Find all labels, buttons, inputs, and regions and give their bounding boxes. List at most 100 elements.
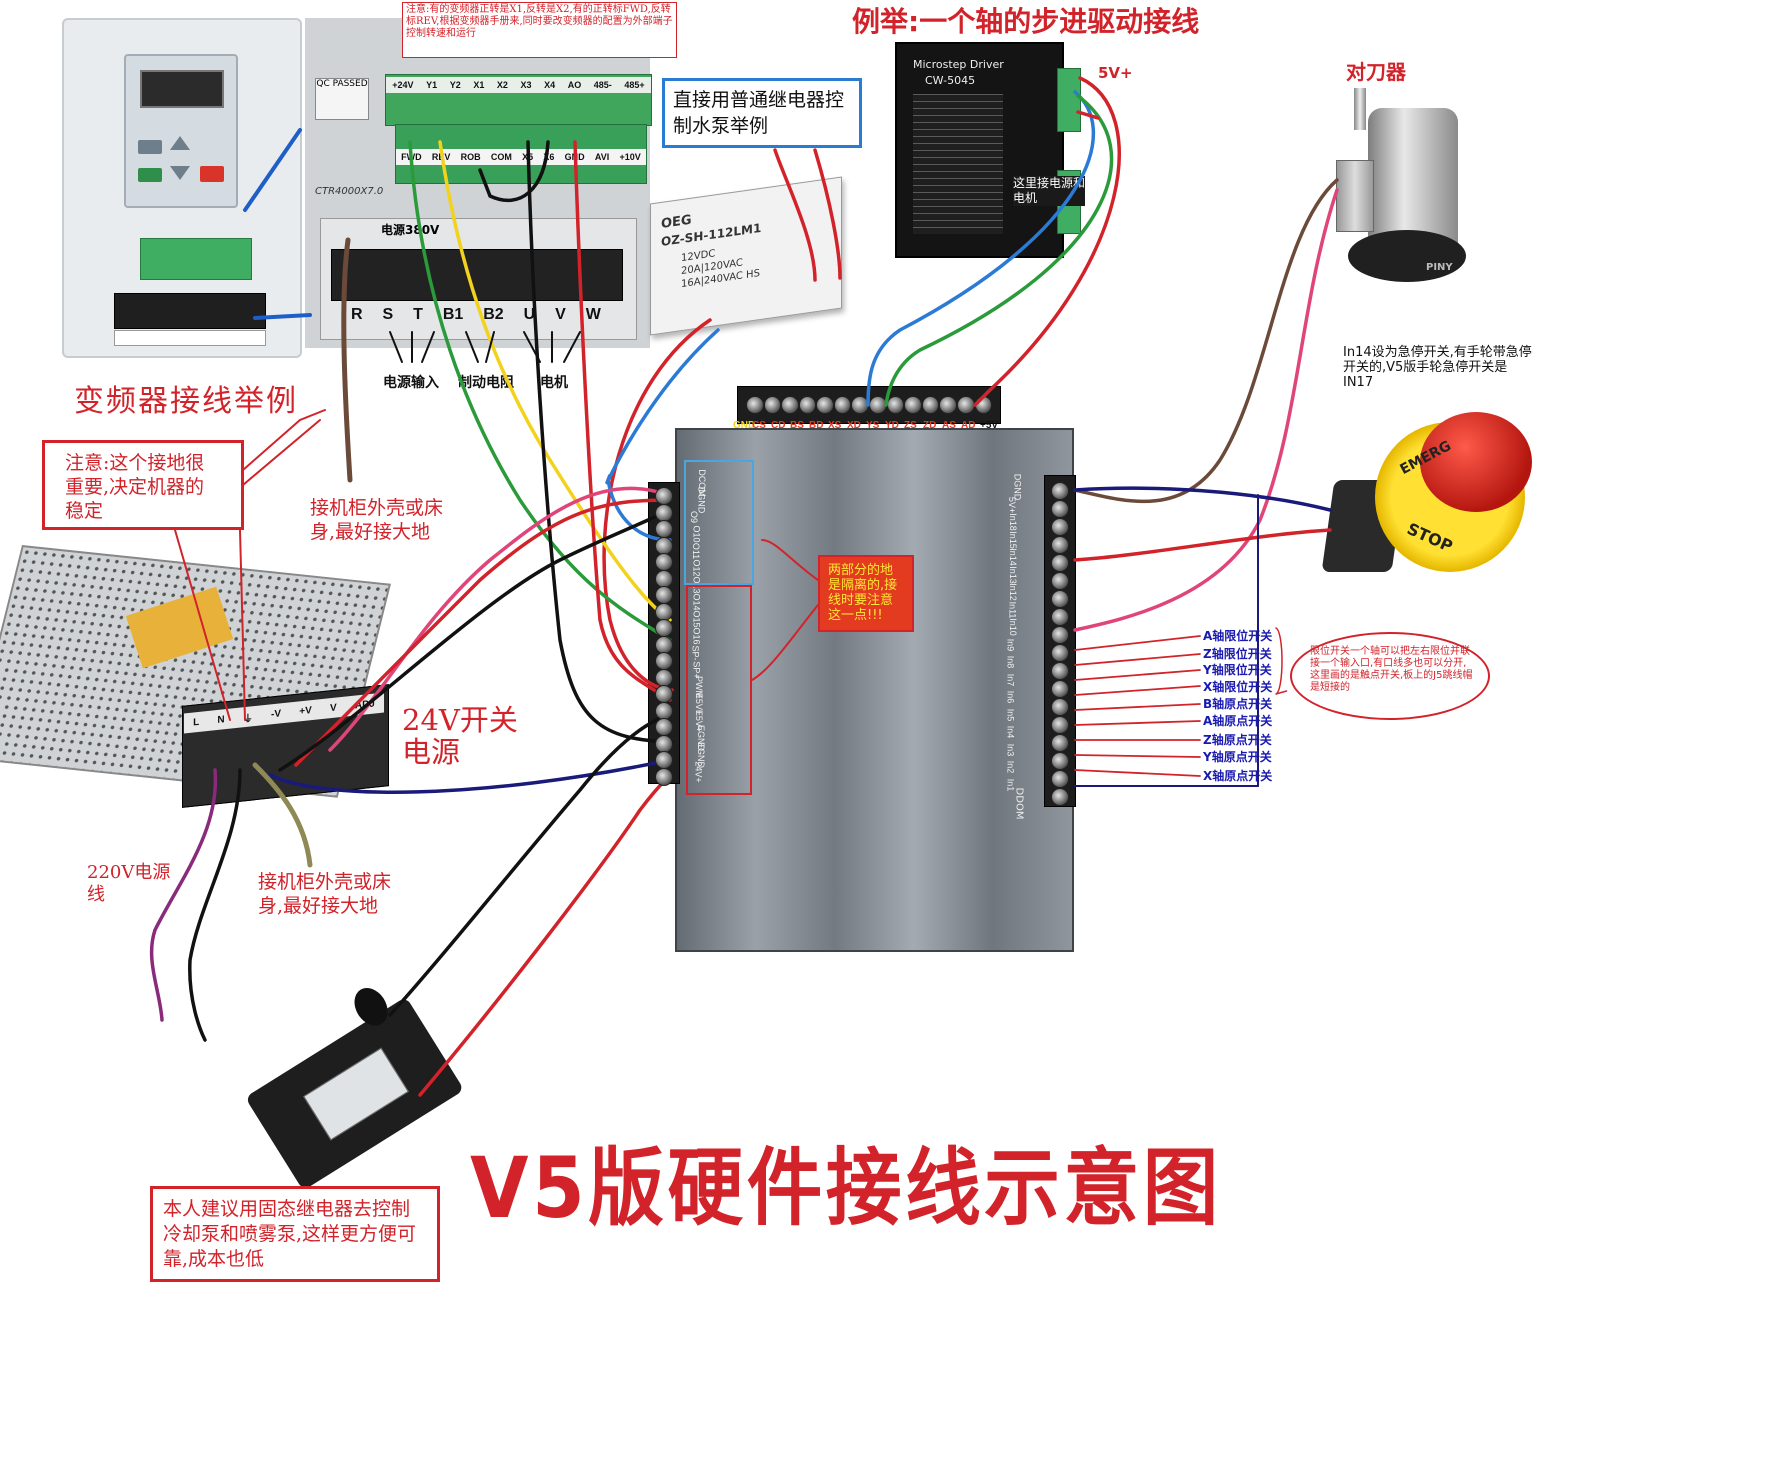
vfd-lower-term-1: REV [431, 152, 451, 162]
controller-right-screw [1051, 500, 1069, 518]
controller-top-screw [939, 396, 957, 414]
vfd-button-run [138, 168, 162, 182]
controller-top-term-11: AS [942, 420, 956, 431]
wire-limit-1 [1074, 635, 1201, 651]
mains-label: 220V电源线 [87, 862, 171, 905]
vfd-group-label-motor: 电机 [540, 375, 568, 391]
vfd-power-term-6: V [555, 306, 566, 323]
controller-right-screw [1051, 626, 1069, 644]
controller-right-screw [1051, 536, 1069, 554]
wire-limit-8 [1074, 754, 1201, 758]
wire-limit-4 [1074, 685, 1201, 696]
stepper-driver-model: CW-5045 [925, 74, 976, 87]
wire-stepper-red-2 [1076, 110, 1100, 120]
controller-top-screw [904, 396, 922, 414]
controller-top-term-5: XS [828, 420, 842, 431]
controller-left-screw [655, 718, 673, 736]
controller-top-screw [746, 396, 764, 414]
tool-setter-photo: PINY [1330, 88, 1470, 293]
tool-setter-head [1368, 108, 1458, 253]
controller-right-term-8: In10 [1007, 618, 1018, 636]
controller-right-screw [1051, 608, 1069, 626]
vfd-lower-term-4: X5 [522, 152, 534, 162]
controller-left-screw [655, 701, 673, 720]
controller-right-term-5: In13 [1007, 565, 1018, 584]
controller-left-screw [655, 767, 673, 786]
controller-top-screw [869, 396, 887, 414]
relay-photo: OEG OZ-SH-112LM1 12VDC 20A|120VAC 16A|24… [650, 176, 842, 336]
vfd-button-up [170, 136, 190, 150]
vfd-power-term-2: T [413, 306, 423, 323]
stepper-power-note: 这里接电源和电机 [1013, 176, 1086, 206]
controller-right-screw [1051, 572, 1069, 590]
controller-top-term-6: XD [847, 420, 861, 431]
controller-top-screw [851, 396, 870, 414]
wire-ssr-red [418, 773, 672, 1097]
controller-right-term-16: In2 [1005, 760, 1016, 774]
stepper-driver-photo: Microstep Driver CW-5045 [895, 42, 1064, 258]
limit-note-text: 限位开关一个轴可以把左右限位并联接一个输入口,有口线多也可以分开,这里画的是触点… [1310, 646, 1473, 693]
estop-red-cap [1420, 412, 1532, 512]
controller-right-screw [1051, 662, 1069, 680]
vfd-keypad [124, 54, 238, 208]
controller-right-screw [1051, 788, 1069, 806]
controller-right-term-11: In7 [1005, 673, 1016, 686]
psu-term-6: ADJ [354, 697, 375, 712]
vfd-upper-term-4: X2 [496, 80, 508, 90]
psu-term-2: ⏚ [242, 712, 253, 725]
controller-top-term-9: ZS [904, 420, 917, 431]
home-label-y: Y轴原点开关 [1203, 750, 1272, 764]
vfd-power-term-4: B2 [483, 306, 504, 323]
controller-top-screw [763, 396, 782, 414]
controller-right-term-4: In14 [1007, 548, 1018, 566]
controller-right-screw [1051, 734, 1069, 752]
psu-term-3: -V [271, 707, 282, 720]
controller-right-term-13: In5 [1005, 708, 1016, 721]
controller-left-screw [655, 685, 673, 703]
vfd-group-label-brake: 制动电阻 [458, 375, 514, 391]
wire-limit-6 [1074, 720, 1201, 726]
limit-label-z: Z轴限位开关 [1203, 647, 1272, 661]
controller-top-screw [781, 396, 799, 414]
controller-left-screw [655, 734, 673, 753]
estop-note: In14设为急停开关,有手轮带急停开关的,V5版手轮急停开关是IN17 [1343, 345, 1532, 390]
relay-note-box: 直接用普通继电器控制水泵举例 [662, 78, 862, 148]
vfd-upper-term-5: X3 [520, 80, 532, 90]
controller-right-screw [1051, 698, 1069, 716]
controller-right-term-10: In8 [1005, 655, 1016, 669]
controller-right-screw [1051, 518, 1069, 536]
vfd-power-term-3: B1 [442, 306, 464, 323]
controller-right-term-15: In3 [1005, 743, 1016, 756]
controller-left-screw [655, 503, 673, 522]
psu-term-4: +V [299, 704, 312, 717]
controller-top-term-7: YS [866, 420, 880, 431]
controller-right-screw [1051, 590, 1069, 608]
controller-right-term-7: In11 [1007, 601, 1018, 618]
vfd-lower-term-8: +10V [619, 152, 641, 162]
vfd-display [140, 70, 224, 108]
vfd-power-term-5: U [523, 306, 536, 323]
controller-left-screw [655, 619, 673, 637]
stepper-supply-label: 5V+ [1098, 64, 1133, 82]
controller-right-term-14: In4 [1005, 725, 1016, 739]
limit-note-ellipse: 限位开关一个轴可以把左右限位并联接一个输入口,有口线多也可以分开,这里画的是触点… [1290, 632, 1490, 720]
relay-note-text: 直接用普通继电器控制水泵举例 [673, 89, 845, 137]
vfd-power-term-7: W [585, 306, 601, 323]
controller-right-screw [1051, 554, 1069, 572]
vfd-power-panel-text: 电源380V [381, 223, 440, 237]
output-group-red-box [686, 585, 752, 795]
vfd-power-term-1: S [382, 306, 394, 323]
home-label-x: X轴原点开关 [1203, 769, 1273, 783]
ground-note-text: 注意:这个接地很重要,决定机器的稳定 [65, 452, 205, 522]
tool-setter-base [1348, 230, 1466, 282]
controller-right-term-12: In6 [1005, 690, 1016, 704]
controller-top-term-13: +5V [980, 420, 999, 431]
vfd-lower-term-5: X6 [543, 152, 555, 162]
controller-top-screw [974, 396, 993, 414]
controller-right-term-1: 5V+ [1007, 496, 1018, 513]
